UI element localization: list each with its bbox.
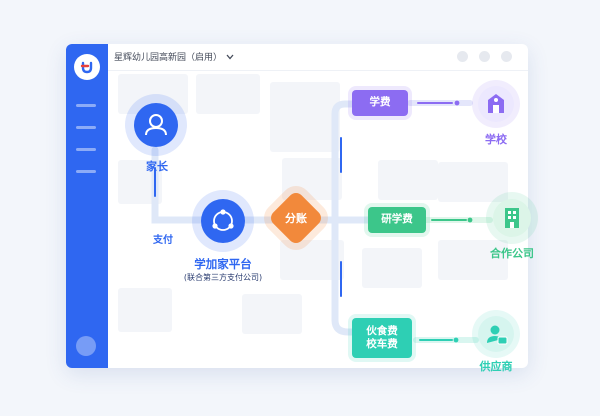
user-badge-icon [487, 325, 508, 345]
partner-node[interactable] [493, 199, 531, 237]
office-building-icon [505, 208, 519, 228]
placeholder-block [270, 82, 340, 152]
tuition-fee-pill[interactable]: 学费 [352, 90, 408, 116]
avatar[interactable] [76, 336, 96, 356]
school-node[interactable] [478, 86, 514, 122]
chevron-down-icon [226, 54, 234, 59]
parent-label: 家长 [146, 160, 168, 173]
app-logo-icon[interactable] [74, 54, 100, 80]
pay-label: 支付 [153, 235, 173, 246]
partner-label: 合作公司 [490, 247, 534, 260]
platform-node[interactable] [201, 199, 245, 243]
placeholder-block [196, 74, 260, 114]
placeholder-block [378, 160, 438, 200]
sidebar [66, 44, 108, 368]
school-building-icon [488, 94, 504, 113]
sidebar-item[interactable] [76, 148, 96, 151]
study-tour-fee-pill[interactable]: 研学费 [368, 207, 426, 233]
placeholder-block [438, 240, 508, 280]
meal-fee-label: 伙食费 [366, 324, 398, 337]
school-selector[interactable]: 星辉幼儿园高新园（启用） [114, 50, 234, 63]
person-icon [145, 114, 167, 136]
platform-sublabel: (联合第三方支付公司) [183, 273, 263, 282]
school-label: 学校 [485, 133, 507, 146]
study-tour-label: 研学费 [381, 213, 413, 226]
tuition-label: 学费 [369, 96, 391, 109]
meal-bus-fee-pill[interactable]: 伙食费 校车费 [352, 318, 412, 358]
window-close-button[interactable] [501, 51, 512, 62]
bus-fee-label: 校车费 [366, 338, 398, 350]
placeholder-block [362, 248, 422, 288]
supplier-label: 供应商 [479, 360, 513, 373]
share-network-icon [212, 209, 234, 231]
app-window: 星辉幼儿园高新园（启用） [66, 44, 528, 368]
school-name: 星辉幼儿园高新园（启用） [114, 53, 223, 63]
platform-label: 学加家平台 [194, 257, 252, 271]
placeholder-block [242, 294, 302, 334]
split-label: 分账 [285, 212, 307, 225]
sidebar-item[interactable] [76, 126, 96, 129]
supplier-node[interactable] [478, 316, 514, 352]
placeholder-block [118, 288, 172, 332]
sidebar-item[interactable] [76, 170, 96, 173]
parent-node[interactable] [134, 103, 178, 147]
sidebar-item[interactable] [76, 104, 96, 107]
placeholder-block [438, 162, 508, 202]
window-control-button[interactable] [479, 51, 490, 62]
window-control-button[interactable] [457, 51, 468, 62]
title-bar: 星辉幼儿园高新园（启用） [108, 44, 528, 71]
